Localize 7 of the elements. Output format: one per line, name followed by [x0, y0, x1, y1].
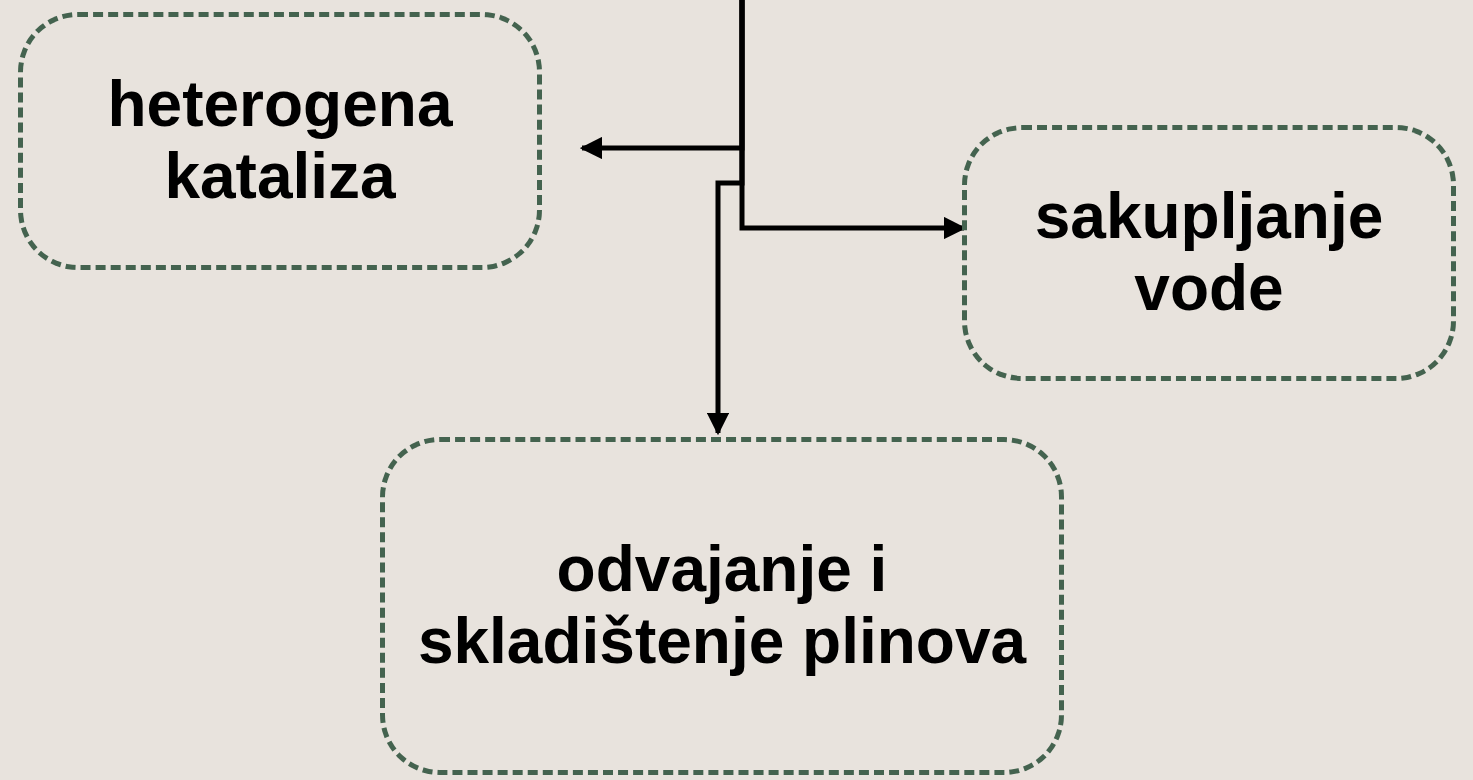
- node-text: sakupljanje vode: [1033, 181, 1385, 325]
- node-text: heterogena kataliza: [106, 69, 454, 213]
- process-box: [380, 437, 1064, 775]
- process-box: [18, 12, 542, 270]
- arrow: [706, 0, 745, 436]
- process-box: [962, 125, 1456, 381]
- node-text: odvajanje i skladištenje plinova: [416, 534, 1028, 678]
